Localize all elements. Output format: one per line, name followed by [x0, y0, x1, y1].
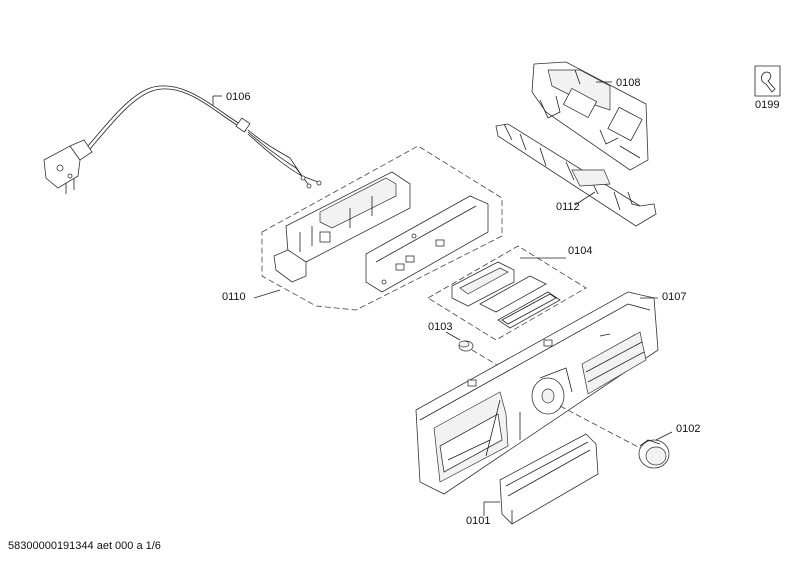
- part-label-0110[interactable]: 0110: [222, 291, 246, 303]
- button-cap-part[interactable]: [458, 340, 474, 352]
- wrench-manual-icon[interactable]: [754, 65, 781, 97]
- assembly-group-0110: [261, 145, 503, 311]
- part-label-0112[interactable]: 0112: [556, 201, 580, 213]
- leader-0110: [253, 289, 281, 299]
- part-label-0107[interactable]: 0107: [662, 291, 686, 303]
- part-label-0108[interactable]: 0108: [616, 77, 640, 89]
- power-cord-part[interactable]: [43, 85, 322, 194]
- document-footer: 58300000191344 aet 000 a 1/6: [8, 540, 161, 552]
- selector-knob-part[interactable]: [638, 439, 670, 469]
- part-label-0104[interactable]: 0104: [568, 245, 592, 257]
- part-label-0106[interactable]: 0106: [226, 91, 250, 103]
- leader-0112: [574, 191, 596, 206]
- assembly-group-0104: [427, 245, 587, 341]
- holder-rail-part[interactable]: [495, 123, 657, 227]
- display-module-part[interactable]: [451, 261, 561, 329]
- part-label-0102[interactable]: 0102: [676, 423, 700, 435]
- part-label-0103[interactable]: 0103: [428, 321, 452, 333]
- leader-0103: [445, 331, 461, 341]
- front-panel-part[interactable]: [415, 291, 659, 495]
- pcb-housing-part[interactable]: [273, 171, 411, 283]
- part-label-0199[interactable]: 0199: [755, 99, 779, 111]
- leader-0102: [655, 431, 673, 441]
- part-label-0101[interactable]: 0101: [466, 515, 490, 527]
- circuit-board-part[interactable]: [365, 195, 489, 293]
- axis-0102: [559, 405, 641, 449]
- drawer-handle-part[interactable]: [499, 433, 599, 525]
- control-module-part[interactable]: [531, 61, 649, 171]
